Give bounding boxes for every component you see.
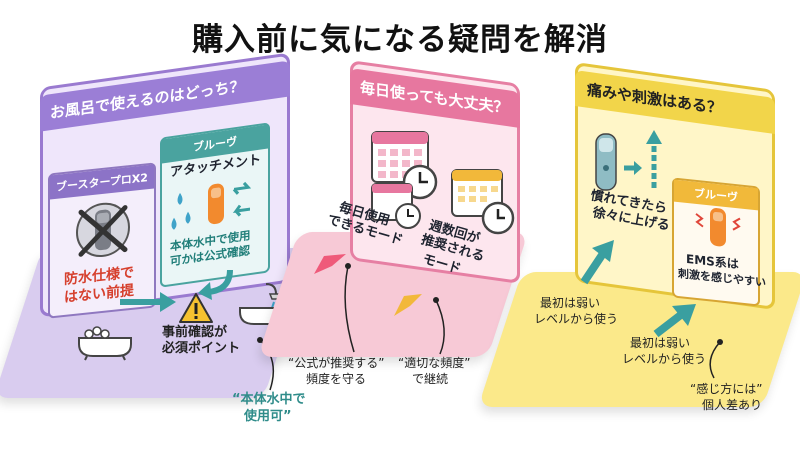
curved-arrow-icon <box>198 269 233 300</box>
bluev-pain-line2: 刺激を感じやすい <box>678 267 766 290</box>
frequency-callout-line1: “適切な頻度” <box>398 356 471 370</box>
warning-icon <box>179 293 213 323</box>
teal-arrow-left-icon <box>580 240 614 285</box>
bluev-pain-card: ブルーヴ EMS系は 刺激を感じやすい <box>672 177 766 307</box>
bathtub-left-icon <box>78 326 132 361</box>
note-left-line1: 最初は弱い <box>540 296 601 310</box>
water-device-icon <box>171 181 252 230</box>
pain-callout-leader <box>709 339 723 379</box>
bluev-bath-card: ブルーヴ アタッチメント 本体水中で使用 可かは公式確認 <box>160 122 270 288</box>
bath-center-line1: 事前確認が <box>162 325 228 340</box>
ems-device-icon <box>695 208 741 247</box>
arrow-right-to-center-icon <box>120 292 176 312</box>
level-device-icon <box>595 130 662 191</box>
yellow-arrow-icon <box>394 294 422 316</box>
calendar-clock-yellow-icon <box>451 169 515 235</box>
teal-arrow-right-icon <box>653 304 696 338</box>
pain-callout-line2: 個人差あり <box>702 398 763 412</box>
note-right-line2: レベルから使う <box>622 352 707 366</box>
frequency-callout-line2: で継続 <box>412 372 449 386</box>
pink-arrow-icon <box>314 254 346 274</box>
note-left-line2: レベルから使う <box>534 312 619 326</box>
note-right-line1: 最初は弱い <box>630 336 691 350</box>
official-callout-line2: 頻度を守る <box>306 372 367 386</box>
bath-callout-line1: “本体水中で <box>232 392 306 407</box>
bath-callout-line2: 使用可” <box>244 409 292 424</box>
no-water-device-icon <box>76 202 130 258</box>
bath-center-line2: 必須ポイント <box>162 341 241 356</box>
official-callout-line1: “公式が推奨する” <box>288 356 385 370</box>
pain-callout-line1: “感じ方には” <box>690 382 763 396</box>
page-title: 購入前に気になる疑問を解消 <box>192 22 608 58</box>
calendar-clock-small-icon <box>371 183 421 229</box>
frequency-callout-leader <box>433 297 445 355</box>
official-callout-leader <box>344 263 355 353</box>
booster-card: ブースタープロX2 防水仕様で はない前提 <box>48 162 156 319</box>
